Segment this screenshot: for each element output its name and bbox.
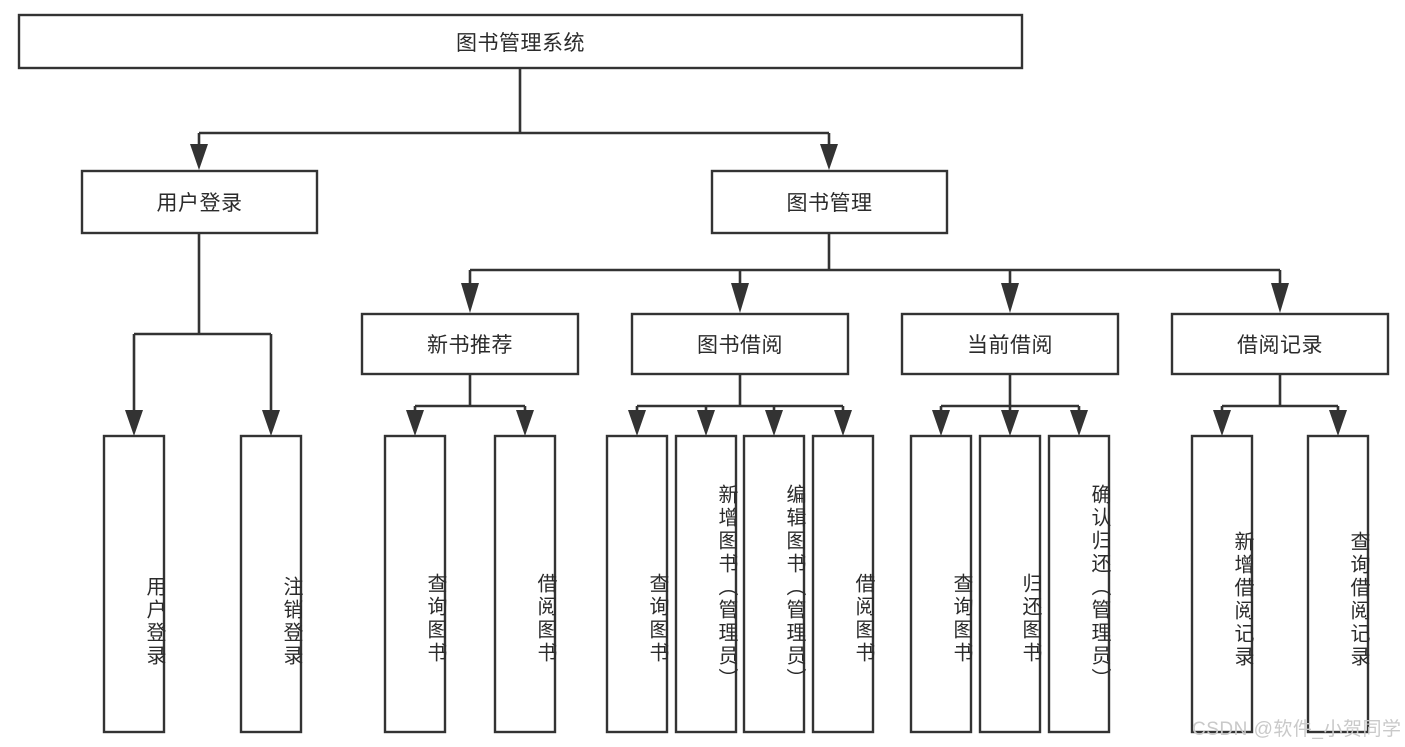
arrow-head-new-book-recommend: [461, 283, 479, 313]
node-box-book-borrow[interactable]: [630, 312, 850, 376]
arrow-head-leaf-query-book-1: [406, 410, 424, 436]
arrow-head-leaf-add-book: [697, 410, 715, 436]
arrow-head-leaf-query-book-3: [932, 410, 950, 436]
node-box-leaf-query-book-1[interactable]: [383, 434, 447, 734]
node-box-leaf-borrow-book-1[interactable]: [493, 434, 557, 734]
node-box-leaf-query-book-3[interactable]: [909, 434, 973, 734]
arrow-head-leaf-borrow-book-2: [834, 410, 852, 436]
arrow-head-leaf-query-record: [1329, 410, 1347, 436]
node-box-leaf-user-login[interactable]: [102, 434, 166, 734]
node-box-leaf-query-book-2[interactable]: [605, 434, 669, 734]
arrow-head-leaf-user-login: [125, 410, 143, 436]
arrow-head-user-login: [190, 144, 208, 170]
arrow-head-book-borrow: [731, 283, 749, 313]
node-box-borrow-record[interactable]: [1170, 312, 1390, 376]
node-box-root[interactable]: [17, 13, 1024, 70]
arrow-head-leaf-borrow-book-1: [516, 410, 534, 436]
node-box-new-book-recommend[interactable]: [360, 312, 580, 376]
arrow-head-leaf-user-logout: [262, 410, 280, 436]
node-box-user-login[interactable]: [80, 169, 319, 235]
arrow-head-leaf-query-book-2: [628, 410, 646, 436]
node-box-current-borrow[interactable]: [900, 312, 1120, 376]
arrow-head-leaf-add-record: [1213, 410, 1231, 436]
node-box-leaf-confirm-return[interactable]: [1047, 434, 1111, 734]
arrow-head-borrow-record: [1271, 283, 1289, 313]
node-box-leaf-query-record[interactable]: [1306, 434, 1370, 734]
arrow-head-book-management: [820, 144, 838, 170]
node-box-leaf-user-logout[interactable]: [239, 434, 303, 734]
arrow-head-current-borrow: [1001, 283, 1019, 313]
arrow-head-leaf-return-book: [1001, 410, 1019, 436]
node-box-leaf-add-book[interactable]: [674, 434, 738, 734]
arrow-head-leaf-edit-book: [765, 410, 783, 436]
node-box-leaf-borrow-book-2[interactable]: [811, 434, 875, 734]
node-box-leaf-return-book[interactable]: [978, 434, 1042, 734]
node-box-leaf-add-record[interactable]: [1190, 434, 1254, 734]
node-box-book-management[interactable]: [710, 169, 949, 235]
node-box-leaf-edit-book[interactable]: [742, 434, 806, 734]
csdn-watermark: CSDN @软件_小贺同学: [1192, 719, 1402, 740]
arrow-head-leaf-confirm-return: [1070, 410, 1088, 436]
